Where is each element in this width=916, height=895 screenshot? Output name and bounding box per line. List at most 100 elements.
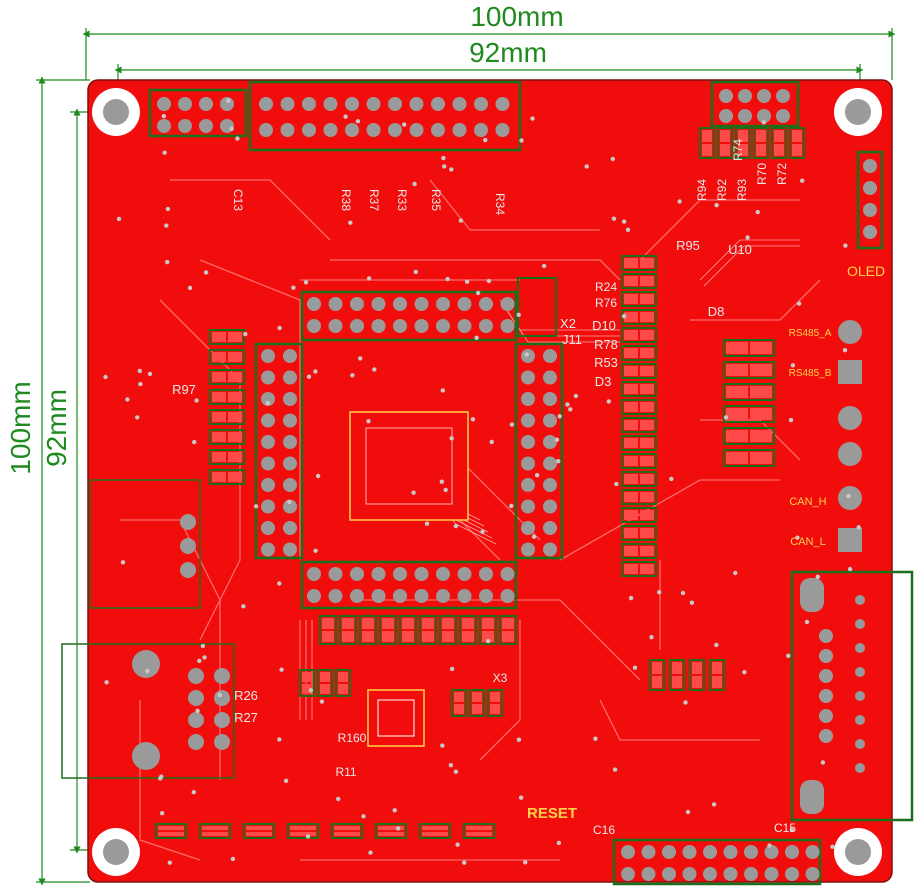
smd-pad	[228, 352, 242, 362]
via	[815, 574, 820, 579]
pin-pad	[283, 413, 297, 428]
via	[217, 692, 222, 698]
pin-pad	[393, 567, 407, 581]
smd-outline	[699, 127, 715, 159]
via	[253, 504, 259, 509]
pin-pad	[500, 567, 515, 581]
pin-pad	[328, 319, 343, 333]
pin-pad	[819, 629, 833, 643]
vias	[103, 98, 861, 865]
smd-pad	[726, 452, 748, 464]
smd-outline	[451, 689, 467, 717]
via	[445, 276, 450, 282]
via	[355, 119, 361, 124]
pin-pad	[188, 712, 204, 728]
via	[796, 301, 802, 306]
pin-pad	[214, 668, 230, 684]
smd-pad	[624, 312, 638, 322]
via	[733, 570, 738, 576]
via	[453, 769, 459, 774]
pin-pad	[261, 542, 275, 557]
via	[336, 796, 341, 802]
smd-pad	[640, 258, 654, 268]
via	[235, 136, 240, 141]
pin-pad	[682, 867, 697, 881]
pin-pad	[436, 567, 450, 581]
smd-pad	[362, 631, 374, 642]
smd-outline	[689, 659, 705, 691]
pin-pad	[261, 413, 275, 428]
via	[453, 523, 459, 529]
label-r74: R74	[731, 139, 745, 161]
label-r38: R38	[339, 189, 353, 211]
pin-pad	[350, 567, 364, 581]
smd-outline	[621, 525, 657, 541]
smd-pad	[246, 826, 272, 830]
smd-outline	[649, 659, 665, 691]
pin-pad	[302, 97, 316, 111]
smd-pad	[792, 130, 802, 142]
via	[192, 439, 197, 445]
smd-pad	[692, 676, 702, 688]
via	[486, 638, 491, 644]
smd-outline	[735, 127, 751, 159]
smd-pad	[672, 662, 682, 674]
label-r34: R34	[493, 193, 507, 215]
via	[685, 809, 691, 815]
pin-pad	[350, 589, 364, 603]
pin-pad	[719, 89, 733, 103]
pin-pad	[863, 159, 877, 173]
via	[568, 407, 573, 412]
pin-pad	[307, 589, 321, 603]
passive-bottom-mid	[319, 615, 517, 645]
terminal-block	[838, 320, 862, 552]
via	[516, 737, 522, 742]
pin-pad	[371, 589, 386, 603]
via	[565, 402, 570, 407]
via	[541, 263, 547, 269]
pin-pad	[543, 370, 557, 385]
pin-pad	[641, 867, 656, 881]
via	[830, 844, 835, 849]
smd-pad	[482, 631, 494, 642]
pin-pad	[307, 319, 321, 333]
pin-pad	[323, 123, 338, 137]
smd-outline	[621, 453, 657, 469]
smd-pad	[624, 276, 638, 286]
via	[448, 763, 454, 768]
via	[443, 487, 448, 493]
smd-pad	[490, 692, 500, 702]
label-r95: R95	[676, 238, 700, 253]
via	[162, 150, 167, 155]
via	[516, 312, 521, 317]
pin-pad	[764, 867, 779, 881]
via	[187, 285, 193, 291]
pin-pad	[259, 97, 273, 111]
pin-pad	[521, 456, 535, 471]
pin-pad	[178, 119, 192, 133]
pin-pad	[819, 709, 833, 723]
pin-pad	[261, 499, 275, 514]
via	[786, 653, 791, 658]
via	[366, 419, 371, 424]
smd-pad	[442, 618, 454, 629]
pin-pad	[436, 589, 450, 603]
smd-outline	[243, 823, 275, 839]
smd-outline	[499, 615, 517, 645]
smd-pad	[342, 618, 354, 629]
smd-pad	[228, 472, 242, 482]
pin-pad	[259, 123, 273, 137]
smd-pad	[640, 510, 654, 520]
via	[313, 548, 318, 553]
smd-outline	[621, 471, 657, 487]
pin-pad	[855, 643, 865, 653]
label-d3: D3	[595, 374, 612, 389]
pin-pad	[280, 123, 295, 137]
smd-pad	[322, 618, 334, 629]
pin-pad	[414, 297, 429, 311]
smd-pad	[702, 144, 712, 156]
pin-pad	[474, 123, 488, 137]
pin-pad	[723, 867, 738, 881]
via	[745, 235, 750, 240]
smd-outline	[717, 127, 733, 159]
